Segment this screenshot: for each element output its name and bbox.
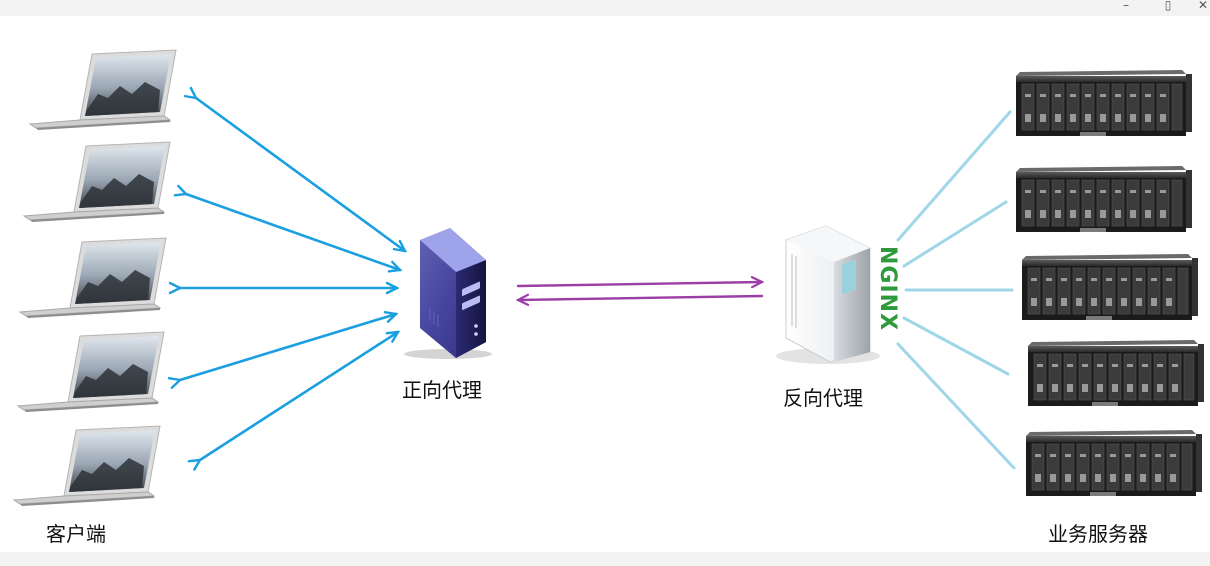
diagram-canvas: NGINX 客户端 正向代理 反向代理 业务服务器 [0,16,1210,552]
server-link-4 [902,316,1010,376]
nginx-logo: NGINX [875,246,900,331]
proxy-diagram: NGINX [13,49,1205,507]
forward-proxy-server-icon [404,228,492,359]
reverse-proxy-label: 反向代理 [783,386,863,410]
clients-label: 客户端 [46,522,106,546]
client-laptop-3 [19,237,167,319]
business-server-5 [1025,429,1203,497]
client-laptop-5 [13,425,161,507]
business-server-1 [1015,69,1193,137]
proxy-request-arrow [516,282,762,286]
close-button[interactable]: ✕ [1197,0,1209,12]
server-link-5 [896,342,1016,470]
maximize-button[interactable]: ▯ [1164,0,1172,12]
server-link-2 [902,200,1008,268]
client-laptop-4 [17,331,165,413]
business-server-2 [1015,165,1193,233]
server-link-1 [896,110,1012,242]
client-arrow-5 [200,332,398,460]
window-bottom-bar [0,552,1210,566]
minimize-button[interactable]: – [1123,0,1129,12]
client-laptop-1 [29,49,177,131]
reverse-proxy-server-icon [776,225,880,364]
client-arrow-4 [180,314,396,380]
forward-proxy-label: 正向代理 [402,378,482,402]
business-server-4 [1027,339,1205,407]
proxy-response-arrow [518,296,764,300]
business-servers-label: 业务服务器 [1048,522,1148,546]
client-laptop-2 [23,141,171,223]
business-server-3 [1021,253,1199,321]
window-titlebar: – ▯ ✕ [0,0,1210,16]
client-arrow-1 [196,98,405,251]
client-arrow-2 [186,194,400,270]
